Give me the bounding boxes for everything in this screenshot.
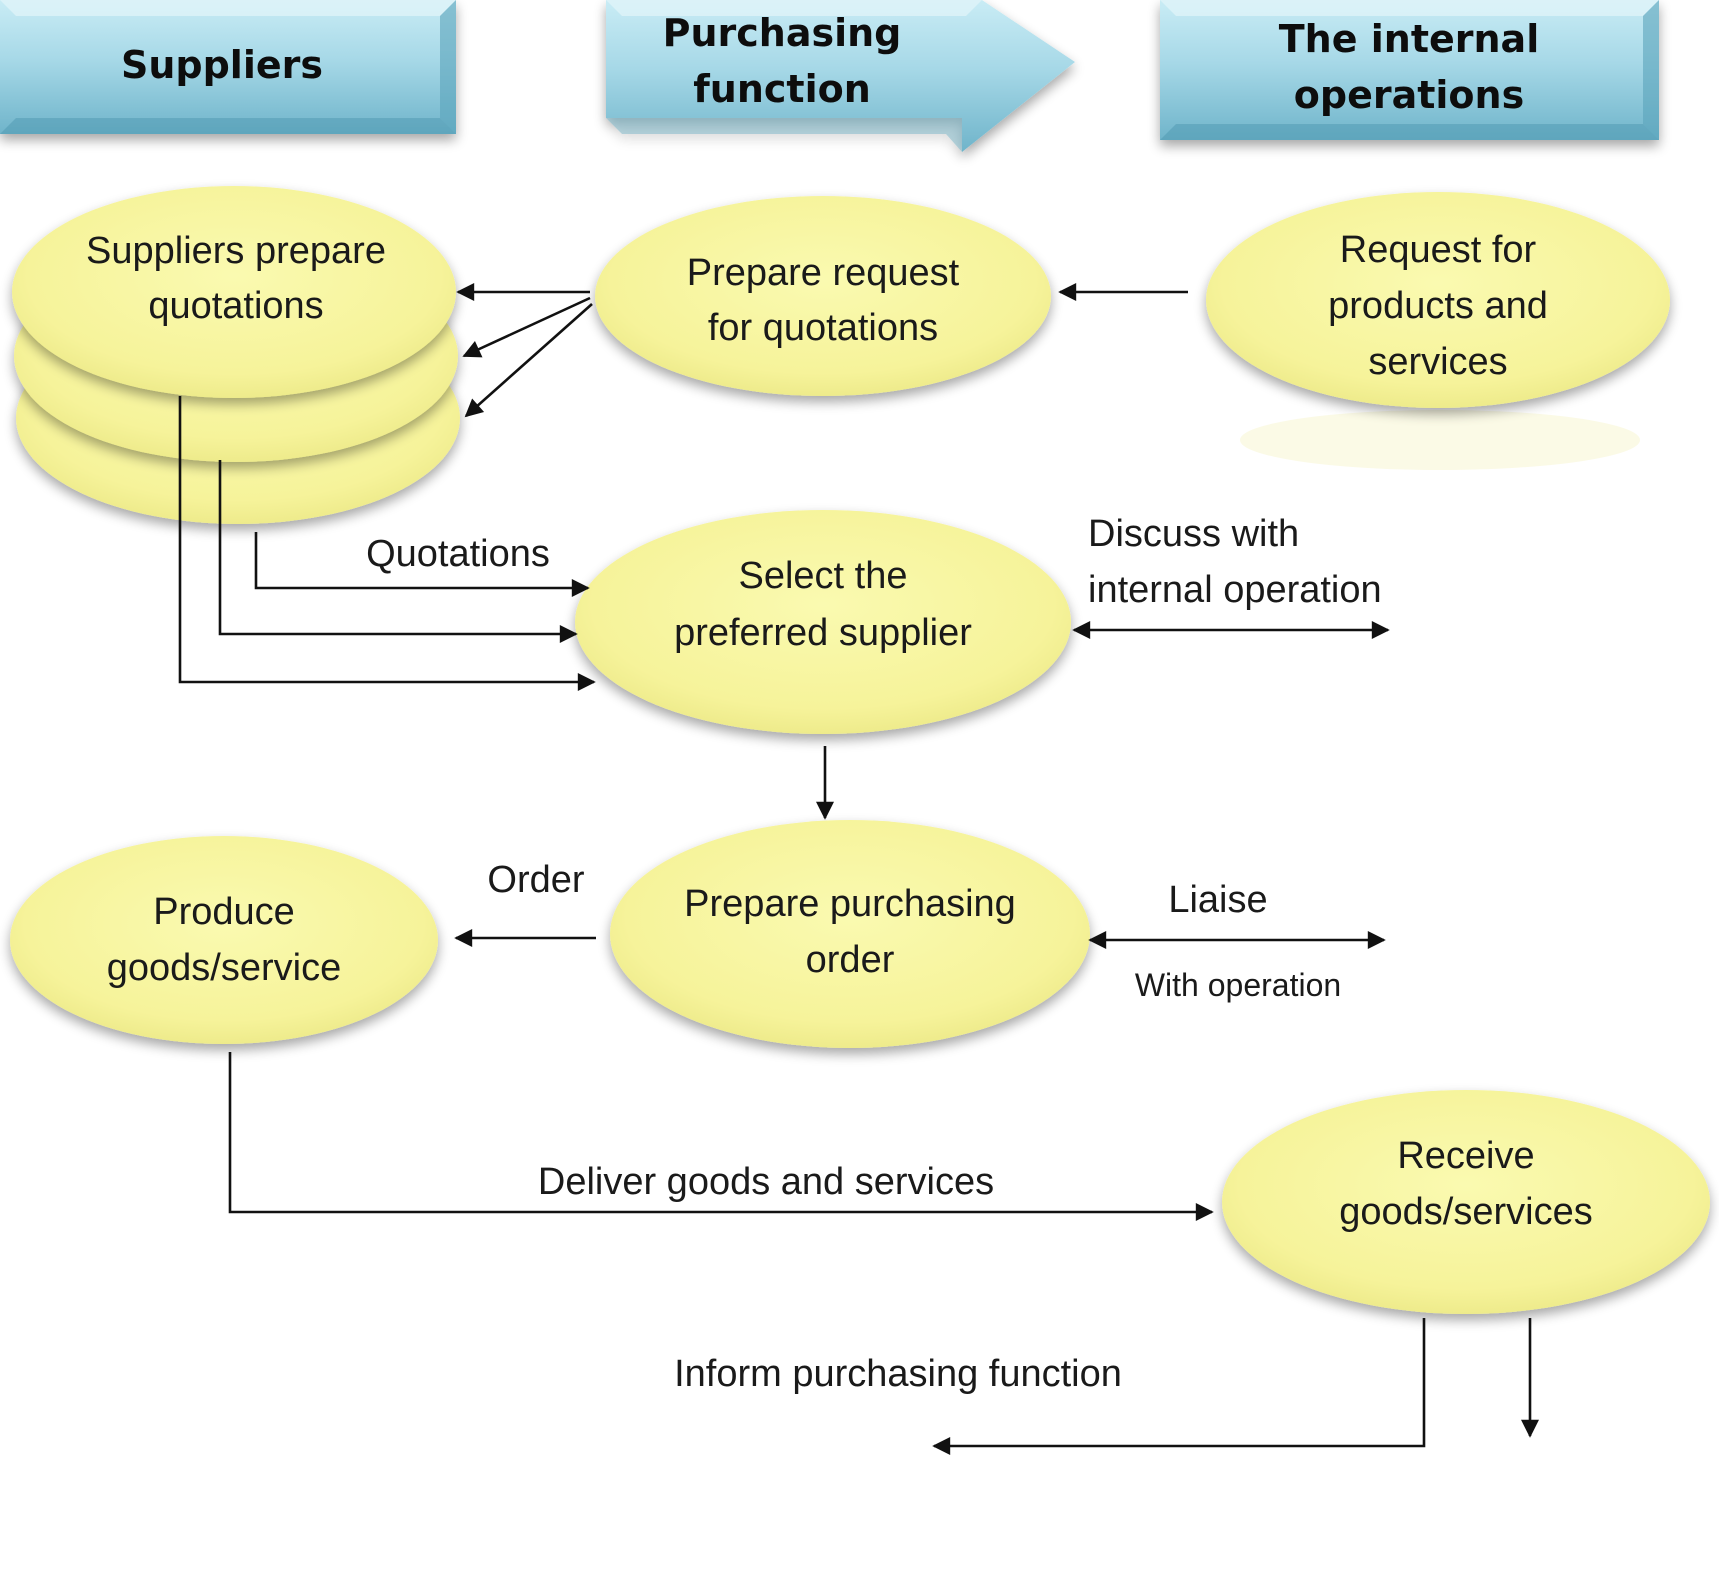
supplier-ellipse-1 <box>12 186 456 398</box>
label-inform-purchasing: Inform purchasing function <box>674 1353 1122 1395</box>
node-prepare-request: Prepare request for quotations <box>595 196 1051 396</box>
node-prepare-order: Prepare purchasing order <box>610 820 1090 1048</box>
node-receive-goods: Receive goods/services <box>1222 1090 1710 1314</box>
prepare-request-line1: Prepare request <box>687 252 960 294</box>
request-products-line3: services <box>1368 341 1507 383</box>
header-internal-line2: operations <box>1294 73 1524 117</box>
header-purchasing-function: Purchasing function <box>606 0 1075 152</box>
header-internal-operations: The internal operations <box>1160 0 1659 140</box>
label-liaise: Liaise <box>1168 879 1267 921</box>
label-quotations: Quotations <box>366 533 550 575</box>
request-products-ellipse <box>1206 192 1670 408</box>
prepare-order-ellipse <box>610 820 1090 1048</box>
produce-goods-line1: Produce <box>153 891 295 933</box>
header-suppliers-label: Suppliers <box>121 43 323 87</box>
prepare-order-line1: Prepare purchasing <box>684 883 1016 925</box>
produce-goods-line2: goods/service <box>107 947 341 989</box>
arrow-quotation-2 <box>218 460 578 643</box>
label-with-operation: With operation <box>1135 967 1341 1003</box>
request-products-reflection <box>1240 410 1640 470</box>
receive-goods-ellipse <box>1222 1090 1710 1314</box>
arrow-inform-purchasing <box>932 1318 1426 1455</box>
label-order: Order <box>487 859 584 901</box>
arrow-deliver-goods <box>228 1052 1214 1221</box>
request-products-line1: Request for <box>1340 229 1537 271</box>
prepare-order-line2: order <box>806 939 895 981</box>
label-discuss-line2: internal operation <box>1088 569 1382 611</box>
arrow-rfq-to-supplier-2 <box>462 296 591 358</box>
node-produce-goods: Produce goods/service <box>10 836 438 1044</box>
select-supplier-line2: preferred supplier <box>674 612 972 654</box>
label-discuss-line1: Discuss with <box>1088 513 1299 555</box>
request-products-line2: products and <box>1328 285 1548 327</box>
produce-goods-ellipse <box>10 836 438 1044</box>
arrow-rfq-to-supplier-3 <box>464 303 593 418</box>
suppliers-prepare-line1: Suppliers prepare <box>86 230 386 272</box>
select-supplier-line1: Select the <box>739 555 908 597</box>
receive-goods-line1: Receive <box>1397 1135 1534 1177</box>
header-internal-line1: The internal <box>1279 17 1539 61</box>
arrow-quotation-3 <box>178 396 596 691</box>
select-supplier-ellipse <box>575 510 1071 734</box>
header-suppliers: Suppliers <box>0 0 456 134</box>
prepare-request-line2: for quotations <box>708 307 938 349</box>
arrow-quotation-1 <box>254 532 590 597</box>
node-suppliers-prepare-quotations: Suppliers prepare quotations <box>12 186 460 524</box>
receive-goods-line2: goods/services <box>1339 1191 1592 1233</box>
header-purchasing-line2: function <box>693 67 871 111</box>
label-deliver-goods: Deliver goods and services <box>538 1161 994 1203</box>
header-purchasing-line1: Purchasing <box>663 11 902 55</box>
node-select-supplier: Select the preferred supplier <box>575 510 1071 734</box>
node-request-products: Request for products and services <box>1206 192 1670 470</box>
suppliers-prepare-line2: quotations <box>148 285 323 327</box>
prepare-request-ellipse <box>595 196 1051 396</box>
